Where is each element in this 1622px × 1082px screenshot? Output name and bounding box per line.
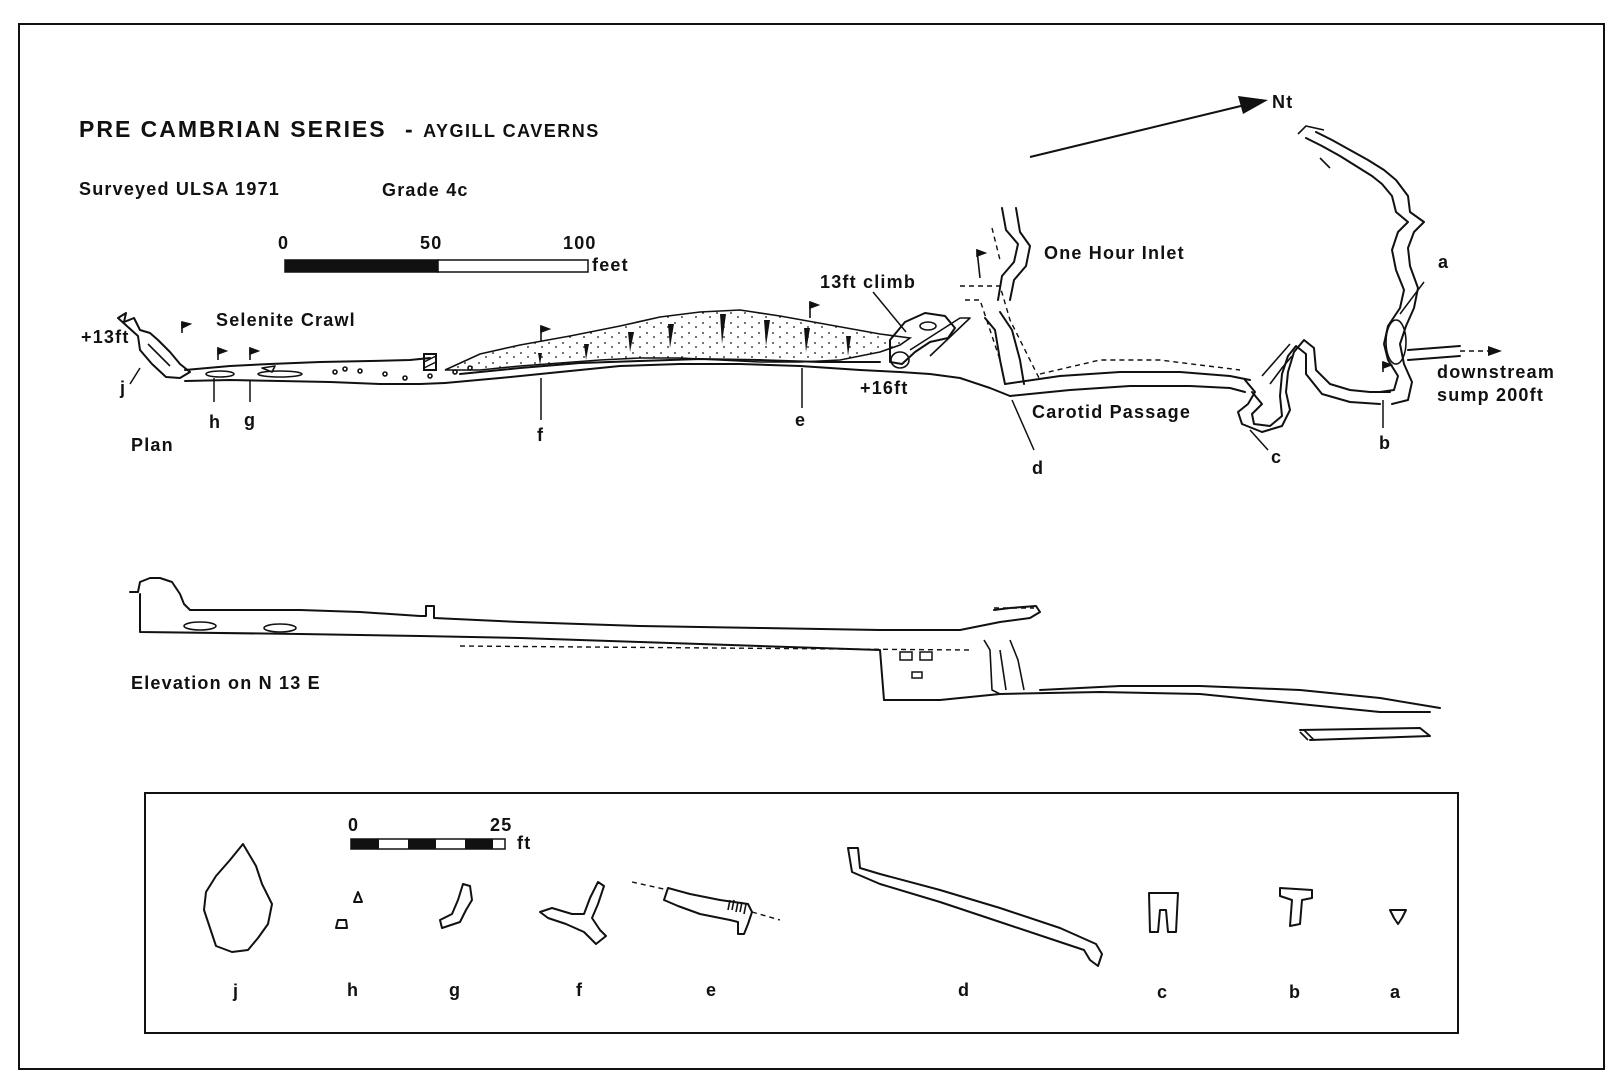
- xsec-label-a: a: [1390, 982, 1401, 1002]
- series-name: PRE CAMBRIAN SERIES: [79, 116, 387, 142]
- elevation-label: Elevation on N 13 E: [131, 673, 321, 693]
- plan-section-c: c: [1271, 447, 1282, 467]
- plan-survey: [117, 125, 1502, 433]
- xsec-label-f: f: [576, 980, 582, 1000]
- xsec-scale-unit: ft: [517, 833, 532, 853]
- section-leaders: [129, 281, 1425, 451]
- plan-section-j: j: [120, 378, 126, 398]
- plan-label: Plan: [131, 435, 174, 455]
- xsec-scale-zero: 0: [348, 815, 360, 835]
- label-carotid-passage: Carotid Passage: [1032, 402, 1192, 422]
- label-plus16: +16ft: [860, 378, 909, 398]
- xsec-label-c: c: [1157, 982, 1168, 1002]
- plan-section-g: g: [244, 410, 255, 430]
- label-selenite-crawl: Selenite Crawl: [216, 310, 356, 330]
- xsec-scale-max: 25: [490, 815, 513, 835]
- plan-section-e: e: [795, 410, 806, 430]
- plan-section-h: h: [209, 412, 220, 432]
- cross-section-shapes: [203, 843, 1407, 967]
- cave-name: AYGILL CAVERNS: [423, 121, 600, 141]
- title-dash: -: [405, 116, 415, 142]
- scale-bar-feet: [284, 259, 589, 273]
- survey-grade: Grade 4c: [382, 180, 469, 200]
- label-plus13: +13ft: [81, 327, 130, 347]
- xsec-label-h: h: [347, 980, 358, 1000]
- xsec-label-b: b: [1289, 982, 1300, 1002]
- survey-flags: [181, 248, 1394, 372]
- label-one-hour-inlet: One Hour Inlet: [1044, 243, 1185, 263]
- north-arrow-icon: [1029, 96, 1268, 158]
- xsec-label-g: g: [449, 980, 460, 1000]
- surveyed-credit: Surveyed ULSA 1971: [79, 179, 281, 199]
- cross-section-box: [144, 792, 1459, 1034]
- plan-section-b: b: [1379, 433, 1390, 453]
- north-label: Nt: [1272, 92, 1294, 112]
- xsec-label-d: d: [958, 980, 969, 1000]
- scale-zero: 0: [278, 233, 290, 253]
- map-frame: [18, 23, 1605, 1070]
- xsec-label-e: e: [706, 980, 717, 1000]
- map-title: PRE CAMBRIAN SERIES - AYGILL CAVERNS: [79, 116, 600, 143]
- scale-hundred: 100: [563, 233, 597, 253]
- plan-section-f: f: [537, 425, 543, 445]
- scale-fifty: 50: [420, 233, 443, 253]
- plan-section-d: d: [1032, 458, 1043, 478]
- label-downstream: downstream: [1437, 362, 1556, 382]
- elevation-profile: [129, 577, 1441, 741]
- label-13ft-climb: 13ft climb: [820, 272, 917, 292]
- scale-unit: feet: [592, 255, 629, 275]
- xsec-label-j: j: [233, 981, 239, 1001]
- label-sump: sump 200ft: [1437, 385, 1545, 405]
- scale-bar-ft-xsec: [350, 838, 506, 850]
- plan-section-a: a: [1438, 252, 1449, 272]
